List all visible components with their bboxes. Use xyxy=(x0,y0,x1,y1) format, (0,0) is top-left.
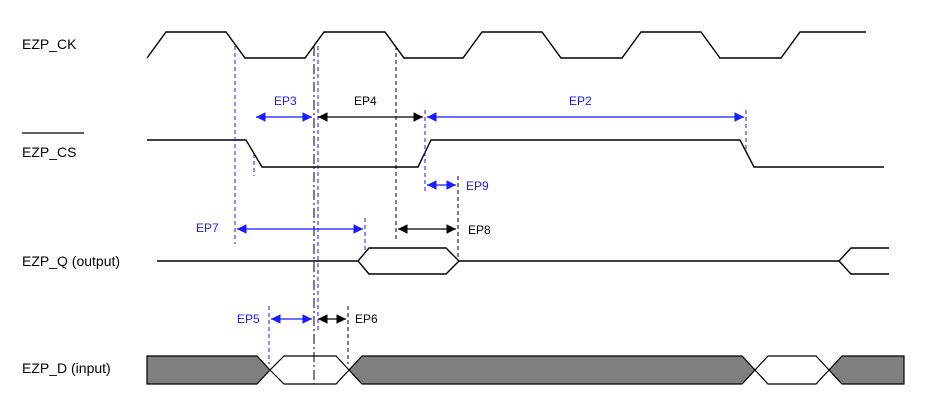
signal-label-ezp-cs: EZP_CS xyxy=(22,144,76,160)
reference-lines xyxy=(234,46,747,384)
label-ep7: EP7 xyxy=(196,221,219,235)
q-output-valid-data xyxy=(357,247,460,275)
d-bus-segment-2 xyxy=(348,355,756,385)
label-ep2: EP2 xyxy=(569,94,592,108)
signal-label-ezp-d: EZP_D (input) xyxy=(22,360,111,376)
d-bus-segment-3 xyxy=(828,355,905,385)
signal-label-ezp-q: EZP_Q (output) xyxy=(22,253,120,269)
d-bus-valid-window-2 xyxy=(754,355,830,385)
label-ep6: EP6 xyxy=(355,312,378,326)
d-bus-valid-window xyxy=(269,355,350,385)
q-output-next-data xyxy=(838,247,889,275)
label-ep3: EP3 xyxy=(274,94,297,108)
d-input-bus xyxy=(146,355,905,385)
timing-arrows xyxy=(237,112,744,324)
cs-waveform xyxy=(147,139,884,168)
label-ep9: EP9 xyxy=(466,179,489,193)
label-ep5: EP5 xyxy=(237,312,260,326)
d-bus-segment-1 xyxy=(146,355,271,385)
signal-label-ezp-ck: EZP_CK xyxy=(22,36,77,52)
clock-waveform xyxy=(146,31,866,59)
label-ep4: EP4 xyxy=(354,94,377,108)
label-ep8: EP8 xyxy=(468,223,491,237)
